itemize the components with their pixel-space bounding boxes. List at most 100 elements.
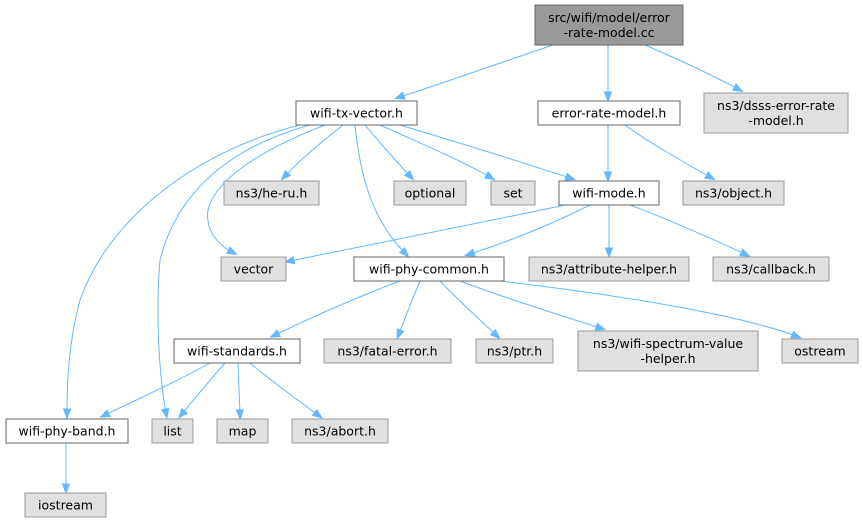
edge-wifi-phy-common-to-wifi-standards (269, 280, 401, 338)
node-label: ns3/dsss-error-rate (717, 98, 835, 113)
edge-wifi-phy-common-to-ostream (499, 280, 802, 339)
node-wifi-mode[interactable]: wifi-mode.h (558, 180, 660, 206)
node-label: wifi-phy-band.h (19, 424, 116, 439)
node-label: set (503, 186, 522, 201)
node-map: map (216, 418, 269, 444)
edge-arrowhead (463, 248, 476, 257)
node-box (490, 180, 536, 206)
node-set: set (490, 180, 536, 206)
edge-arrowhead (99, 409, 111, 418)
edge-line (157, 124, 311, 414)
node-spectrum-value: ns3/wifi-spectrum-value-helper.h (577, 330, 759, 372)
node-label: ns3/attribute-helper.h (541, 262, 677, 277)
edge-arrowhead (393, 91, 406, 100)
edge-line (469, 204, 591, 255)
edge-arrowhead (280, 169, 292, 181)
edge-line (399, 44, 554, 98)
edge-line (284, 124, 344, 177)
edge-wifi-standards-to-abort (249, 362, 324, 419)
node-label: src/wifi/model/error (548, 10, 670, 25)
edge-line (459, 280, 601, 329)
edge-wifi-phy-common-to-spectrum-value (459, 280, 607, 331)
node-label: wifi-standards.h (187, 344, 287, 359)
node-error-rate-model[interactable]: error-rate-model.h (537, 100, 681, 126)
node-wifi-standards[interactable]: wifi-standards.h (173, 338, 301, 364)
edge-arrowhead (704, 171, 716, 181)
edge-line (289, 204, 566, 262)
node-label: -model.h (748, 113, 803, 128)
edge-arrowhead (396, 328, 405, 340)
node-box (220, 256, 287, 282)
node-label: map (229, 424, 257, 439)
node-label: wifi-phy-common.h (369, 262, 489, 277)
edge-arrowhead (603, 171, 613, 183)
edge-wifi-tx-vector-to-wifi-mode (399, 124, 577, 181)
edge-arrowhead (564, 172, 577, 181)
node-wifi-phy-band[interactable]: wifi-phy-band.h (5, 418, 129, 444)
node-vector: vector (220, 256, 287, 282)
edge-wifi-mode-to-attribute-helper (604, 205, 614, 259)
edge-wifi-tx-vector-to-wifi-phy-common (354, 124, 410, 258)
node-label: ns3/ptr.h (487, 344, 542, 359)
edge-arrowhead (311, 408, 324, 419)
edge-line (66, 124, 301, 414)
edge-root-to-dsss-error-rate (644, 44, 744, 93)
edge-arrowhead (604, 247, 614, 259)
node-box (534, 4, 684, 46)
node-callback: ns3/callback.h (712, 256, 830, 282)
node-label: ostream (794, 344, 845, 359)
node-box (353, 256, 505, 282)
edge-line (104, 362, 211, 416)
edge-wifi-phy-common-to-ptr (439, 280, 501, 340)
edge-arrowhead (594, 322, 607, 331)
edge-arrowhead (603, 91, 613, 103)
edges-layer (61, 44, 802, 495)
node-he-ru: ns3/he-ru.h (223, 180, 320, 206)
edge-arrowhead (160, 407, 170, 420)
node-list: list (151, 418, 194, 444)
edge-wifi-tx-vector-to-he-ru (280, 124, 344, 181)
edge-line (354, 124, 406, 254)
node-wifi-phy-common[interactable]: wifi-phy-common.h (353, 256, 505, 282)
node-wifi-tx-vector[interactable]: wifi-tx-vector.h (295, 100, 418, 126)
node-box (781, 338, 859, 364)
node-box (682, 180, 785, 206)
node-label: iostream (38, 498, 93, 513)
edge-wifi-tx-vector-to-set (379, 124, 496, 181)
edge-wifi-mode-to-callback (629, 204, 751, 257)
edge-wifi-tx-vector-to-list (157, 124, 311, 420)
node-box (703, 92, 849, 134)
edge-arrowhead (62, 408, 72, 420)
edge-arrowhead (489, 328, 501, 340)
edge-line (629, 204, 746, 255)
node-fatal-error: ns3/fatal-error.h (323, 338, 452, 364)
node-dsss-error-rate: ns3/dsss-error-rate-model.h (703, 92, 849, 134)
edge-arrowhead (484, 171, 496, 181)
node-box (5, 418, 129, 444)
edge-line (439, 280, 497, 336)
nodes-layer: src/wifi/model/error-rate-model.cc wifi-t… (5, 4, 859, 518)
node-label: error-rate-model.h (552, 106, 667, 121)
node-box (295, 100, 418, 126)
node-box (323, 338, 452, 364)
node-label: ns3/he-ru.h (236, 186, 308, 201)
node-root: src/wifi/model/error-rate-model.cc (534, 4, 684, 46)
node-label: -helper.h (640, 351, 695, 366)
edge-line (364, 124, 411, 177)
edge-arrowhead (739, 248, 751, 257)
edge-arrowhead (61, 483, 71, 495)
node-label: ns3/abort.h (304, 424, 376, 439)
edge-wifi-tx-vector-to-vector (207, 124, 326, 255)
node-box (475, 338, 554, 364)
edge-line (181, 362, 226, 415)
edge-line (249, 362, 319, 416)
node-label: vector (234, 262, 275, 277)
node-box (291, 418, 389, 444)
edge-root-to-wifi-tx-vector (393, 44, 554, 100)
edge-line (237, 362, 241, 415)
node-ptr: ns3/ptr.h (475, 338, 554, 364)
edge-line (499, 280, 797, 337)
edge-arrowhead (732, 83, 744, 93)
edge-root-to-error-rate-model (603, 45, 613, 103)
